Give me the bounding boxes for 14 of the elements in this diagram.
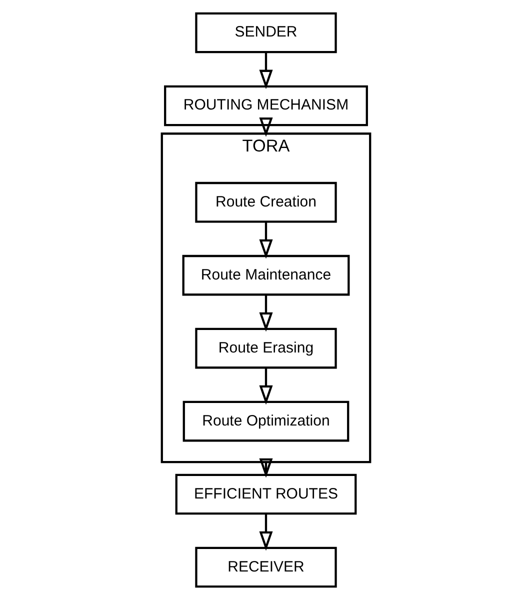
- arrow: [258, 52, 272, 90]
- arrow: [258, 295, 272, 332]
- node-box: Route Erasing: [194, 328, 336, 369]
- arrow: [258, 368, 272, 405]
- node-box: Route Maintenance: [182, 254, 350, 296]
- node-box: Route Optimization: [182, 400, 349, 442]
- node-box: Route Creation: [194, 182, 336, 223]
- node-box: EFFICIENT ROUTES: [174, 474, 356, 515]
- arrow: [258, 118, 272, 137]
- node-box: RECEIVER: [194, 546, 336, 588]
- arrow: [258, 458, 272, 478]
- arrow: [258, 514, 272, 551]
- node-box: SENDER: [194, 12, 336, 54]
- arrow: [258, 222, 272, 259]
